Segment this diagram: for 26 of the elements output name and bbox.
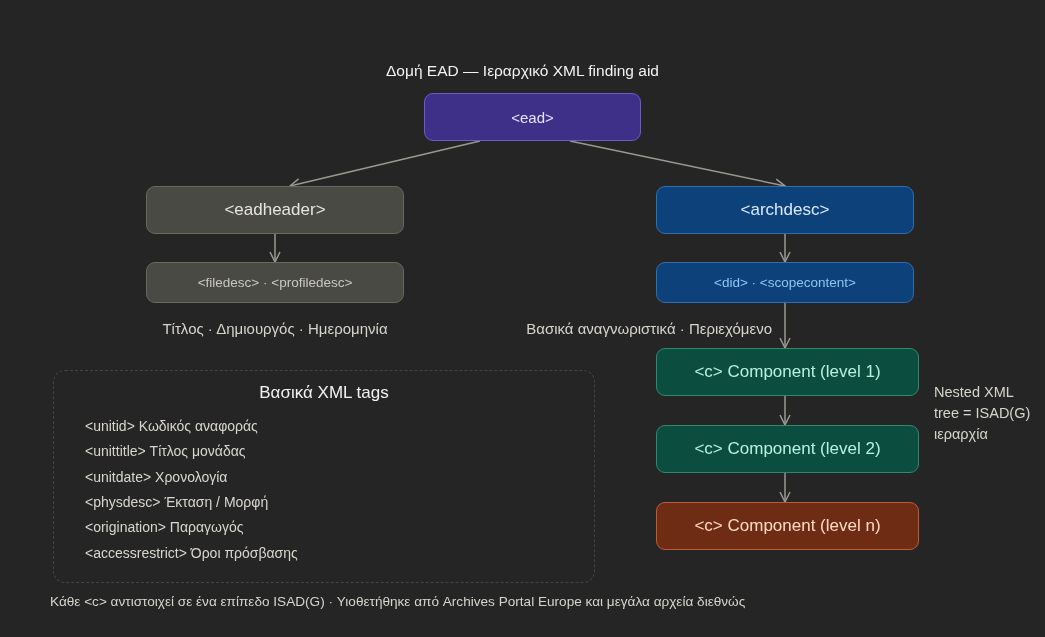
side-note: Nested XML tree = ISAD(G) ιεραρχία <box>934 383 1032 444</box>
xml-element-box: <c> Component (level n) <box>656 502 919 550</box>
xml-element-box: <c> Component (level 1) <box>656 348 919 396</box>
list-item: <unitdate> Χρονολογία <box>85 468 228 485</box>
xml-element-box: <eadheader> <box>146 186 404 234</box>
arrow <box>269 233 281 263</box>
xml-element-box: <archdesc> <box>656 186 914 234</box>
arrow <box>779 395 791 426</box>
xml-element-box: <ead> <box>424 93 641 141</box>
list-item: <unitid> Κωδικός αναφοράς <box>85 418 258 434</box>
node-caption: Τίτλος · Δημιουργός · Ημερομηνία <box>161 320 389 337</box>
list-item: <unittitle> Τίτλος μονάδας <box>85 443 246 460</box>
xml-element-box: <did> · <scopecontent> <box>656 262 914 303</box>
tag-list-panel <box>53 370 595 583</box>
diagram-title: Δομή EAD — Ιεραρχικό XML finding aid <box>385 62 660 80</box>
xml-element-box: <filedesc> · <profiledesc> <box>146 262 404 303</box>
panel-heading: Βασικά XML tags <box>258 383 390 403</box>
list-item: <accessrestrict> Όροι πρόσβασης <box>85 544 298 561</box>
xml-element-box: <c> Component (level 2) <box>656 425 919 473</box>
arrow <box>779 233 791 263</box>
arrow <box>779 472 791 503</box>
list-item: <physdesc> Έκταση / Μορφή <box>85 493 269 510</box>
caption: Κάθε <c> αντιστοιχεί σε ένα επίπεδο ISAD(G) · Υιοθετήθηκε από Archives Portal Europe και μεγάλα αρχεία διεθνώς <box>50 594 746 609</box>
arrow <box>779 302 791 349</box>
node-caption: Βασικά αναγνωριστικά · Περιεχόμενο <box>525 320 772 337</box>
list-item: <origination> Παραγωγός <box>85 519 244 536</box>
